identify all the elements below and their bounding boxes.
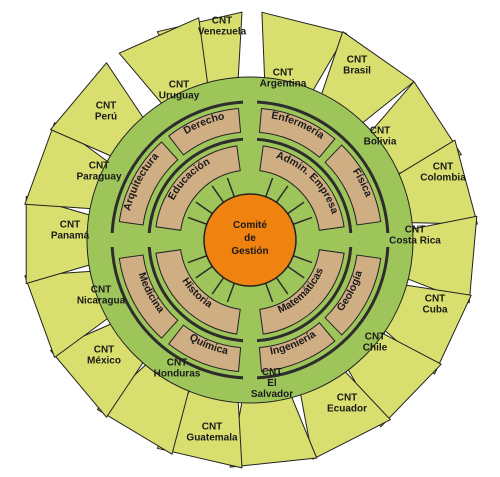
spoke-line [211,277,225,295]
segment-fisica[interactable] [324,144,382,226]
hub-label-line1: Comité [233,220,267,231]
spoke-line [211,185,225,203]
country-label-el-salvador-line2: El [267,378,277,389]
segment-derecho[interactable] [168,107,242,156]
country-label-cuba-line1: CNT [425,294,446,305]
country-label-guatemala-line1: CNT [202,422,223,433]
segment-medicina[interactable] [118,254,179,339]
country-label-uruguay-line1: CNT [169,80,190,91]
country-label-colombia-line1: CNT [433,162,454,173]
country-label-brasil-line1: CNT [347,55,368,66]
country-label-honduras-line1: CNT [167,358,188,369]
country-labels: CNTVenezuelaCNTArgentinaCNTBrasilCNTBoli… [51,16,466,444]
country-label-guatemala-line2: Guatemala [186,433,238,444]
country-label-panama-line1: CNT [60,220,81,231]
spoke-line [292,255,313,264]
country-label-ecuador-line1: CNT [337,393,358,404]
country-label-bolivia-line1: CNT [370,126,391,137]
spoke-line [287,201,305,215]
spoke-line [287,265,305,279]
spoke-line [226,282,235,303]
country-label-argentina-line2: Argentina [260,79,307,90]
hub-label-line2: de [244,233,256,244]
hub-label-line3: Gestión [231,246,268,257]
country-label-panama-line2: Panamá [51,231,90,242]
spoke-line [292,216,313,225]
country-label-venezuela-line1: CNT [212,16,233,27]
country-label-brasil-line2: Brasil [343,66,371,77]
segment-geologia[interactable] [324,254,382,336]
country-label-colombia-line2: Colombia [420,173,466,184]
country-label-mexico-line2: México [87,356,121,367]
country-label-chile-line1: CNT [365,332,386,343]
country-label-argentina-line1: CNT [273,68,294,79]
country-label-paraguay-line2: Paraguay [76,172,121,183]
country-label-nicaragua-line1: CNT [91,285,112,296]
spoke-line [265,177,274,198]
spoke-line [226,177,235,198]
hub-label: Comité de Gestión [231,220,268,257]
spoke-line [187,216,208,225]
country-label-el-salvador-line1: CNT [262,367,283,378]
country-label-costa-rica-line1: CNT [405,225,426,236]
segment-enfermeria[interactable] [258,107,336,158]
spoke-line [265,282,274,303]
country-label-mexico-line1: CNT [94,345,115,356]
segment-admin-empresa[interactable] [259,145,345,231]
country-label-uruguay-line2: Uruguay [159,91,200,102]
segment-ingenieria[interactable] [258,322,336,373]
country-label-honduras-line2: Honduras [154,369,201,380]
spoke-line [195,201,213,215]
spoke-line [275,185,289,203]
country-label-costa-rica-line2: Costa Rica [389,236,441,247]
country-label-el-salvador-line3: Salvador [251,389,293,400]
country-label-chile-line2: Chile [363,343,388,354]
country-label-venezuela-line2: Venezuela [198,27,247,38]
segment-arquitectura[interactable] [118,141,179,226]
spoke-line [195,265,213,279]
spoke-line [275,277,289,295]
segment-quimica[interactable] [168,324,242,373]
country-label-paraguay-line1: CNT [89,161,110,172]
segment-educacion[interactable] [155,145,241,231]
country-label-cuba-line2: Cuba [423,305,448,316]
comite-de-gestion-hub[interactable] [203,193,297,287]
spoke-line [187,255,208,264]
country-label-peru-line1: CNT [96,101,117,112]
country-label-ecuador-line2: Ecuador [327,404,367,415]
segment-historia[interactable] [155,249,241,335]
country-triangles [24,11,478,469]
segment-matematicas[interactable] [259,249,345,335]
spoke-lines [187,177,313,303]
country-label-bolivia-line2: Bolivia [364,137,397,148]
country-label-nicaragua-line2: Nicaragua [77,296,126,307]
country-label-peru-line2: Perú [95,112,117,123]
